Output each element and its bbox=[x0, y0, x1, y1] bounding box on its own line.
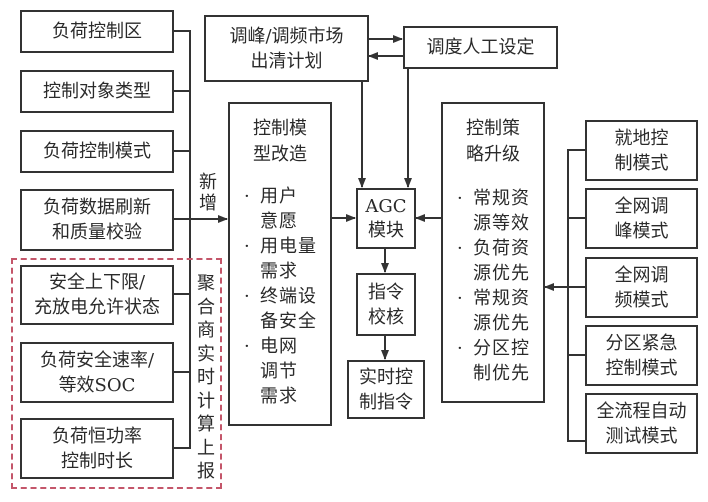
strategy-item: ·负荷资源优先 bbox=[457, 238, 530, 284]
control-strategy-panel: 控制策略升级 ·常规资源等效 ·负荷资源优先 ·常规资源优先 ·分区控制优先 bbox=[441, 102, 545, 403]
model-item: ·用户意愿 bbox=[244, 186, 298, 232]
control-model-title: 控制模型改造 bbox=[253, 118, 307, 165]
control-strategy-list: ·常规资源等效 ·负荷资源优先 ·常规资源优先 ·分区控制优先 bbox=[451, 186, 533, 386]
input-data-refresh-quality: 负荷数据刷新 和质量校验 bbox=[20, 189, 174, 251]
realtime-control-command: 实时控 制指令 bbox=[347, 360, 425, 419]
strategy-item: ·分区控制优先 bbox=[457, 338, 530, 384]
model-item: ·终端设备安全 bbox=[244, 286, 317, 332]
aggregator-group bbox=[11, 258, 222, 489]
model-item: ·电网调节需求 bbox=[244, 336, 298, 407]
mode-frequency-regulation: 全网调 频模式 bbox=[585, 257, 698, 318]
mode-full-auto-test: 全流程自动 测试模式 bbox=[585, 393, 698, 454]
dispatch-manual-setting: 调度人工设定 bbox=[403, 26, 558, 69]
input-safety-rate-soc: 负荷安全速率/ 等效SOC bbox=[20, 342, 174, 403]
mode-peak-regulation: 全网调 峰模式 bbox=[585, 188, 698, 249]
mode-local-control: 就地控 制模式 bbox=[585, 120, 698, 181]
input-constant-power-duration: 负荷恒功率 控制时长 bbox=[20, 418, 174, 479]
command-check: 指令 校核 bbox=[356, 273, 416, 336]
input-load-control-mode: 负荷控制模式 bbox=[20, 130, 174, 173]
strategy-item: ·常规资源优先 bbox=[457, 288, 530, 334]
mode-zone-emergency: 分区紧急 控制模式 bbox=[585, 325, 698, 386]
input-safety-limits: 安全上下限/ 充放电允许状态 bbox=[20, 265, 174, 325]
model-item: ·用电量需求 bbox=[244, 236, 317, 282]
new-added-label: 新增 bbox=[199, 172, 217, 214]
market-clearing-plan: 调峰/调频市场 出清计划 bbox=[204, 15, 369, 82]
control-model-panel: 控制模型改造 ·用户意愿 ·用电量需求 ·终端设备安全 ·电网调节需求 bbox=[228, 102, 332, 426]
agc-module: AGC 模块 bbox=[356, 188, 416, 249]
aggregator-report-label: 聚 合 商 实 时 计 算 上 报 bbox=[197, 273, 215, 482]
input-control-object-type: 控制对象类型 bbox=[20, 70, 174, 113]
strategy-item: ·常规资源等效 bbox=[457, 188, 530, 234]
control-model-list: ·用户意愿 ·用电量需求 ·终端设备安全 ·电网调节需求 bbox=[238, 184, 320, 409]
control-strategy-title: 控制策略升级 bbox=[466, 118, 520, 165]
input-load-control-zone: 负荷控制区 bbox=[20, 10, 174, 53]
